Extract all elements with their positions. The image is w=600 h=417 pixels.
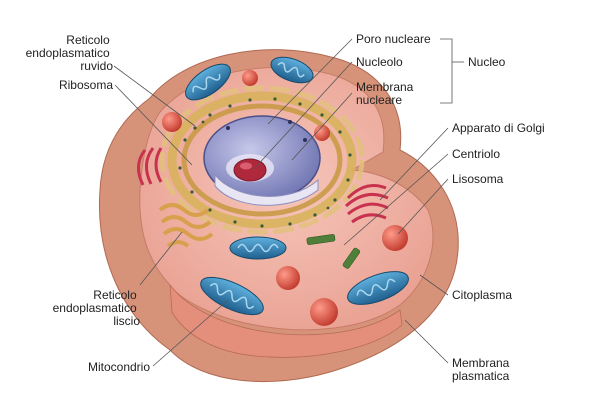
nucleus [203, 115, 321, 206]
label-ser-line3: liscio [113, 314, 140, 328]
label-membrana-nucleare: Membrana nucleare [356, 80, 417, 107]
label-citoplasma: Citoplasma [452, 288, 512, 302]
label-rer-line2: endoplasmatico [26, 46, 110, 60]
smooth-er [158, 203, 214, 248]
nuclear-pore [288, 120, 292, 124]
rough-er [159, 85, 365, 235]
label-membrana-nucleare-line2: nucleare [356, 93, 402, 107]
label-membrana-plasmatica: Membrana plasmatica [452, 356, 513, 383]
label-rer-line3: ruvido [80, 59, 113, 73]
golgi-apparatus [344, 184, 389, 224]
label-lisosoma: Lisosoma [452, 172, 504, 186]
golgi-apparatus-left [137, 147, 163, 186]
leader-lines [113, 38, 464, 367]
nucleolus [233, 158, 267, 182]
label-membrana-nucleare-line1: Membrana [356, 80, 414, 94]
label-nucleolo: Nucleolo [356, 55, 403, 69]
label-rer-line1: Reticolo [66, 33, 110, 47]
ribosomes [178, 97, 352, 228]
cut-face-shape [169, 283, 403, 358]
label-membrana-plasmatica-line1: Membrana [452, 356, 510, 370]
label-ribosoma: Ribosoma [59, 78, 113, 92]
label-rer: Reticolo endoplasmatico ruvido [26, 33, 114, 73]
label-poro-nucleare: Poro nucleare [356, 32, 431, 46]
label-nucleo: Nucleo [468, 55, 506, 69]
lysosomes [162, 70, 408, 326]
label-mitocondrio: Mitocondrio [88, 360, 150, 374]
label-golgi: Apparato di Golgi [452, 121, 545, 135]
label-centriolo: Centriolo [452, 147, 500, 161]
label-ser-line1: Reticolo [93, 288, 137, 302]
mitochondria [185, 56, 409, 316]
cell [98, 49, 459, 383]
label-ser-line2: endoplasmatico [53, 301, 137, 315]
label-ser: Reticolo endoplasmatico liscio [53, 288, 141, 328]
label-membrana-plasmatica-line2: plasmatica [452, 369, 510, 383]
centrioles [306, 234, 361, 269]
